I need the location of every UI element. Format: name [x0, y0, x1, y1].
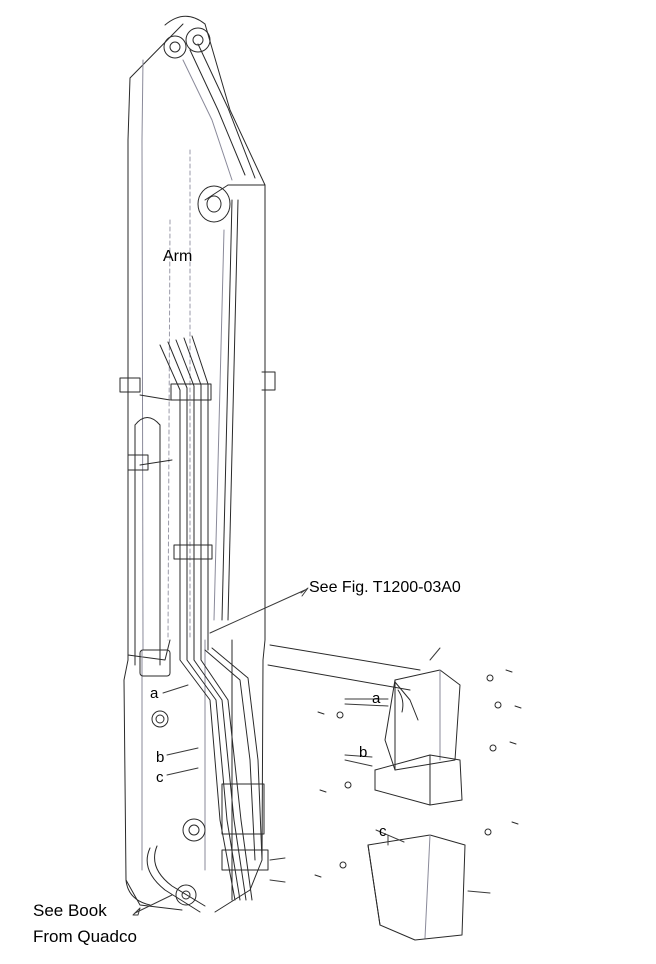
fasteners: [314, 669, 522, 878]
label-see-fig: See Fig. T1200-03A0: [309, 579, 461, 596]
ref-a-arm: a: [150, 685, 159, 702]
ref-c-arm: c: [156, 769, 164, 786]
label-arm: Arm: [163, 248, 193, 265]
leader-lines: [132, 587, 491, 916]
pin-bosses: [151, 27, 231, 906]
ref-c-cover: c: [379, 823, 387, 840]
arm-body: [123, 15, 266, 913]
label-see-book: See Book: [33, 901, 107, 920]
cover-c: [367, 834, 466, 941]
cover-a: [384, 669, 461, 771]
cover-b: [374, 754, 463, 806]
cover-bracket: [267, 644, 421, 691]
ref-b-arm: b: [156, 749, 165, 766]
ref-a-cover: a: [372, 690, 381, 707]
hoses: [119, 335, 276, 913]
ref-b-cover: b: [359, 744, 368, 761]
label-from-quadco: From Quadco: [33, 927, 137, 946]
